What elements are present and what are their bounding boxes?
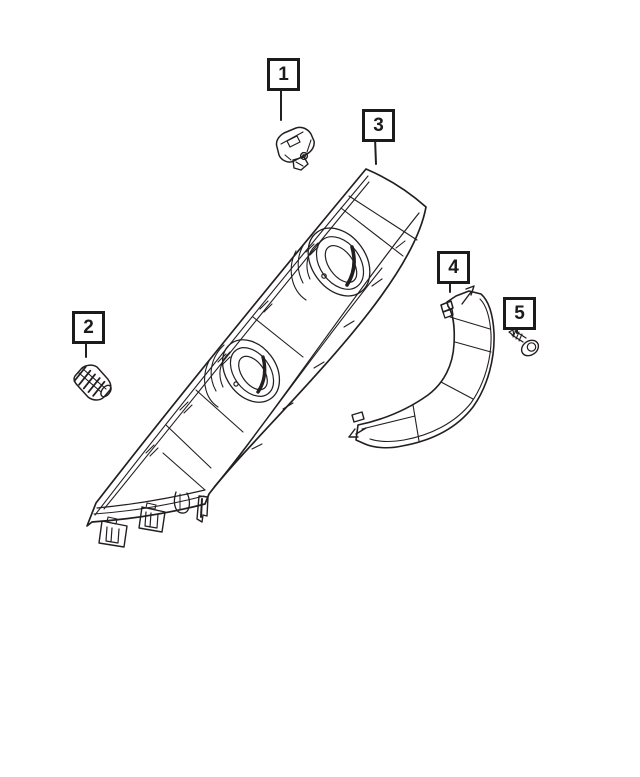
callout-box-4[interactable]: 4 [437, 251, 470, 284]
direction-arrow-top [461, 285, 475, 305]
callout-box-5[interactable]: 5 [503, 297, 536, 330]
bottom-clips-detail [93, 452, 209, 548]
callout-label-5: 5 [514, 303, 525, 324]
part-3-pillar-trim-drawing [86, 168, 427, 548]
callout-box-3[interactable]: 3 [362, 109, 395, 142]
direction-arrow-bottom [348, 427, 367, 438]
callout-label-2: 2 [83, 317, 94, 338]
callout-label-4: 4 [448, 257, 459, 278]
part-2-fastener-drawing [73, 364, 112, 401]
part-4-garnish-drawing [348, 285, 495, 449]
leader-line-3 [374, 137, 377, 165]
upper-cutout-detail [290, 227, 371, 301]
part-5-screw-drawing [508, 329, 540, 357]
part-1-retainer-clip-drawing [275, 126, 315, 171]
callout-label-3: 3 [373, 115, 384, 136]
lower-cutout-detail [204, 339, 281, 408]
callout-box-1[interactable]: 1 [267, 58, 300, 91]
callout-label-1: 1 [278, 64, 289, 85]
callout-box-2[interactable]: 2 [72, 311, 105, 344]
